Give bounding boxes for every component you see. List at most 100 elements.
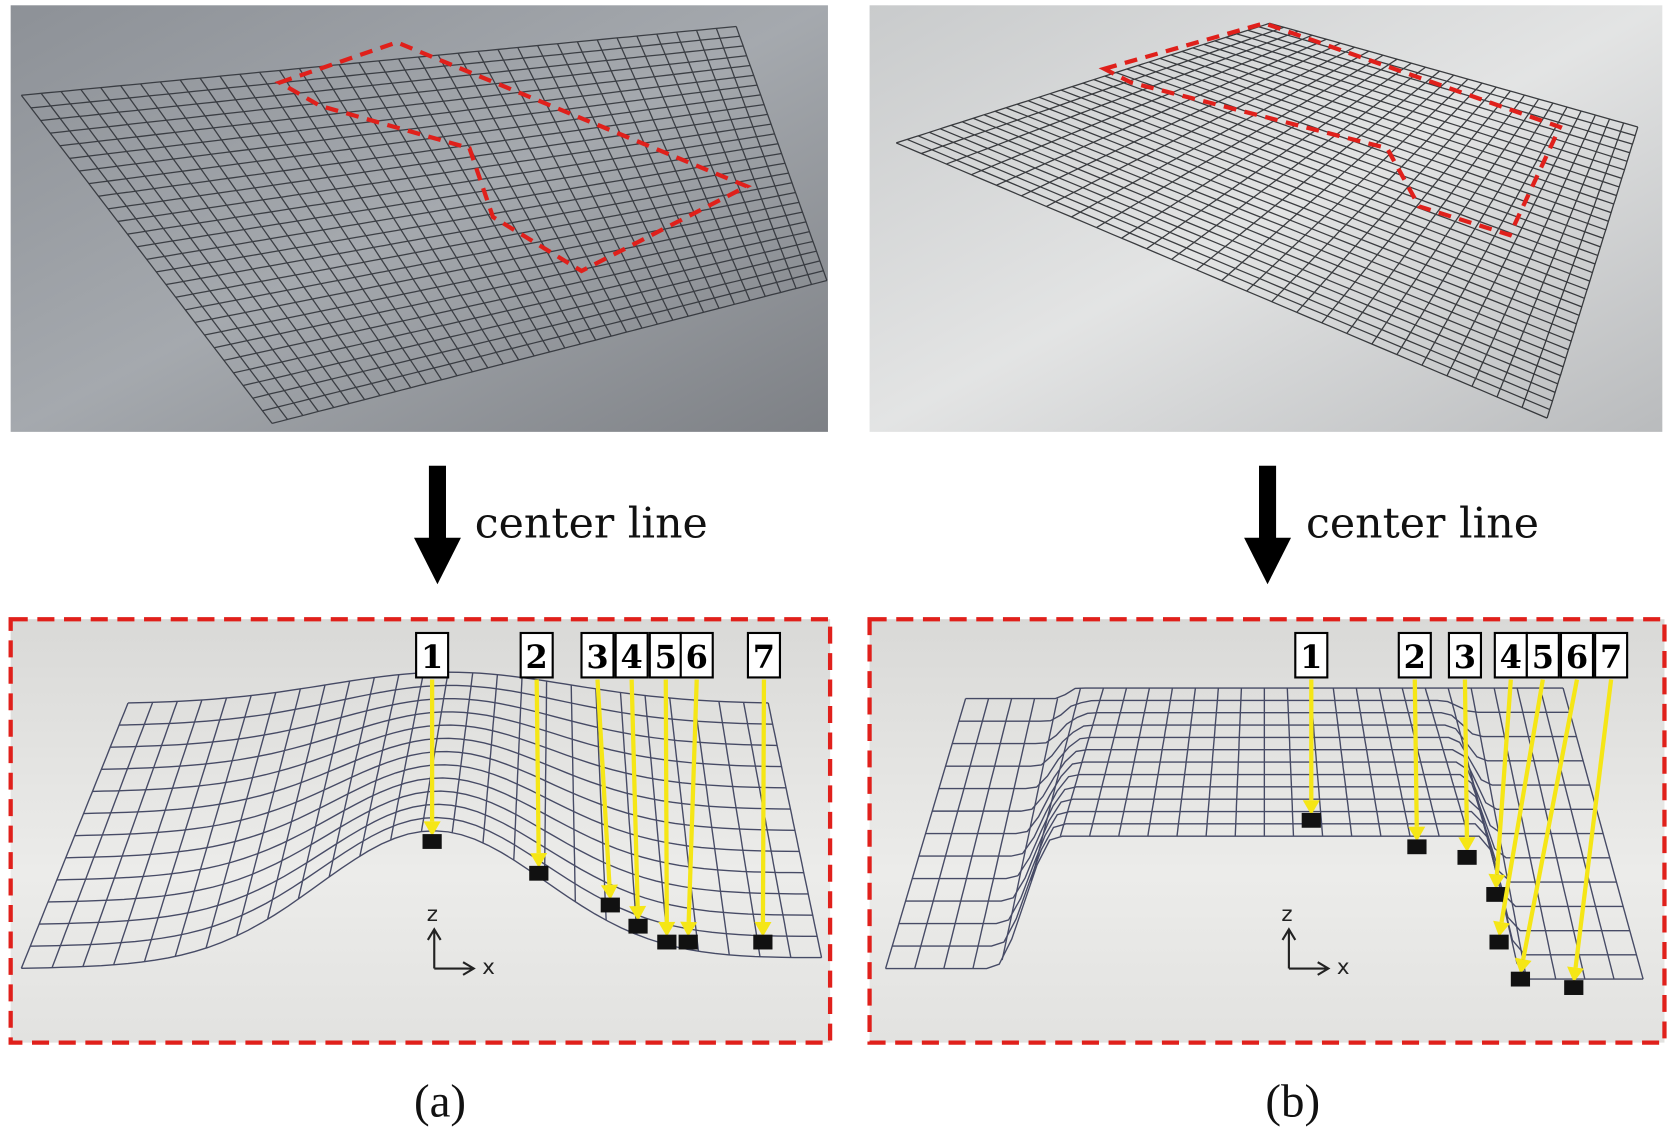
mesh-line [898, 810, 1630, 932]
marker-a-7: 7 [746, 631, 782, 950]
mesh-line [971, 34, 1313, 176]
measurement-point [1407, 839, 1427, 855]
mesh-line [48, 790, 809, 903]
mesh-line [925, 761, 1604, 835]
mesh-line [252, 260, 821, 399]
measurement-point [600, 897, 620, 913]
marker-box [519, 631, 554, 679]
marker-box [1493, 631, 1528, 679]
mesh-line [921, 26, 1285, 155]
marker-arrowhead [423, 821, 441, 837]
caption-a: (a) [414, 1076, 466, 1128]
mesh-line [918, 773, 1610, 859]
marker-number: 2 [526, 638, 548, 676]
mesh-line [1021, 42, 1341, 197]
mesh-line [946, 30, 1299, 165]
mesh-line [1001, 698, 1059, 961]
center-line-label-a: center line [475, 500, 708, 549]
marker-box [1397, 631, 1432, 679]
mesh-line [932, 749, 1597, 812]
marker-arrow [760, 679, 767, 922]
mesh-line [92, 724, 787, 793]
mesh-line [1271, 82, 1483, 303]
marker-number: 2 [1404, 638, 1426, 676]
marker-arrowhead [600, 884, 618, 900]
mesh-line [1546, 126, 1639, 419]
mesh-line [896, 22, 1270, 144]
marker-arrowhead [680, 921, 698, 937]
marker-arrowhead [1567, 966, 1585, 983]
measurement-point [529, 865, 549, 881]
mesh-line [1496, 118, 1611, 398]
marker-number: 7 [1600, 638, 1622, 676]
marker-box [1559, 631, 1595, 679]
marker-box [580, 631, 615, 679]
marker-a-3: 3 [580, 631, 620, 913]
mesh-line [1071, 50, 1370, 218]
mesh-line [30, 35, 740, 109]
axis-x-b: x [1337, 955, 1350, 980]
mesh-line [107, 113, 768, 210]
marker-b-6: 6 [1510, 631, 1595, 987]
marker-b-2: 2 [1397, 631, 1432, 855]
marker-number: 1 [1300, 638, 1322, 676]
marker-number: 5 [1532, 638, 1554, 676]
marker-box [1294, 631, 1329, 679]
mesh-line [98, 103, 765, 197]
mesh-line [156, 162, 786, 273]
marker-number: 4 [621, 638, 643, 676]
mesh-line [938, 736, 1590, 790]
mesh-line [40, 45, 744, 122]
mesh-line [996, 38, 1327, 186]
mesh-line [175, 182, 793, 298]
measurement-point [1489, 934, 1509, 950]
marker-a-1: 1 [415, 631, 450, 849]
mesh-line [74, 750, 795, 837]
mesh-line [39, 803, 813, 925]
marker-arrow [1521, 679, 1580, 960]
mesh-line [1221, 74, 1455, 281]
marker-arrow [534, 679, 541, 854]
mesh-line [1446, 110, 1582, 377]
measurement-point [628, 918, 648, 934]
mesh-line [127, 133, 775, 235]
marker-arrow [1494, 679, 1513, 875]
marker-arrow [1499, 679, 1545, 923]
mesh-line [958, 699, 1570, 722]
marker-b-7: 7 [1564, 631, 1629, 995]
marker-b-3: 3 [1447, 631, 1483, 865]
measurement-point [1486, 887, 1506, 902]
mesh-line [83, 737, 791, 815]
mesh-line [1371, 98, 1540, 345]
mesh-line [1521, 122, 1625, 408]
grid-sheet-a [20, 25, 828, 425]
mesh-line [21, 25, 737, 96]
mesh-line [1346, 94, 1526, 334]
region-outline-b [1098, 21, 1563, 238]
marker-arrow [663, 679, 669, 922]
mesh-line [1296, 86, 1497, 313]
measurement-point [1510, 971, 1531, 987]
mesh-line [214, 221, 807, 349]
marker-arrowhead [530, 853, 548, 868]
marker-box [415, 631, 450, 679]
marker-box [1447, 631, 1483, 679]
mesh-line [1246, 78, 1469, 292]
measurement-point [657, 934, 677, 950]
marker-arrow [595, 679, 612, 886]
marker-box [1525, 631, 1560, 679]
marker-arrowhead [1302, 800, 1320, 816]
photo-a [10, 5, 828, 432]
caption-b: (b) [1265, 1076, 1320, 1128]
axis-indicator-a [426, 927, 476, 976]
center-line-label-b: center line [1306, 500, 1539, 549]
mesh-line [271, 279, 828, 425]
marker-a-5: 5 [648, 631, 683, 950]
marker-arrowhead [1493, 920, 1510, 937]
measurement-point [678, 934, 698, 950]
mesh-line [79, 84, 758, 172]
mesh-line [1471, 114, 1596, 387]
mesh-line [59, 64, 751, 147]
marker-arrow [1573, 679, 1614, 968]
axis-indicator-b [1281, 927, 1331, 976]
